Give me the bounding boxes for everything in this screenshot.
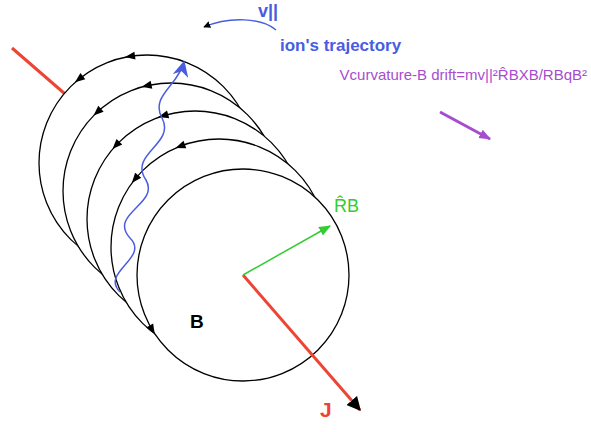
drift-arrow xyxy=(440,112,490,139)
ion-trajectory xyxy=(115,62,184,292)
current-axis xyxy=(12,48,72,100)
unit-vector-label: R̂B xyxy=(334,196,359,217)
trajectory-label: ion's trajectory xyxy=(280,36,401,56)
current-arrow xyxy=(243,275,360,410)
radius-vector xyxy=(243,226,330,275)
drift-formula: Vcurvature-B drift=mv||²R̂BXB/RBqB² xyxy=(340,66,587,83)
field-label: B xyxy=(190,311,204,333)
velocity-label: v|| xyxy=(258,1,278,22)
current-label: J xyxy=(320,398,332,422)
field-lines xyxy=(39,52,349,381)
parallel-velocity-arrow xyxy=(204,20,276,30)
